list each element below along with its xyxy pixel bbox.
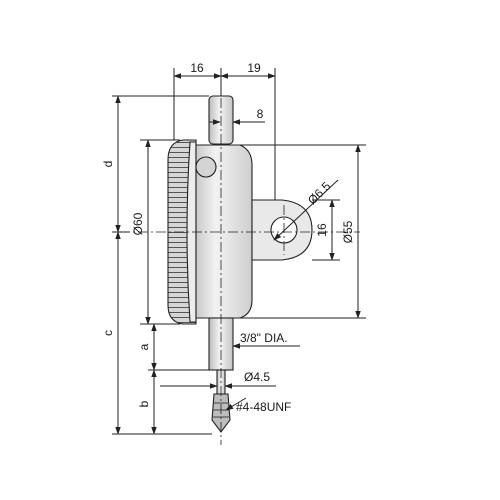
leader-6.5 [273,179,339,241]
lower-stem [208,317,234,371]
label-b: b [137,400,151,407]
main-case [195,144,253,319]
label-thread: #4-48UNF [236,400,291,414]
label-8: 8 [257,107,264,121]
label-16: 16 [190,61,204,75]
label-60: Ø60 [131,212,145,235]
indicator-body-group [167,95,313,433]
label-19: 19 [247,61,261,75]
front-bezel-edge [186,141,197,323]
label-55: Ø55 [341,220,355,243]
dimension-lines [115,73,361,435]
label-a: a [137,343,151,350]
leader-thread [225,397,247,411]
label-d: d [101,161,115,168]
label-lug-16: 16 [315,223,329,237]
clamp-screw [195,156,217,178]
label-c: c [101,330,115,336]
label-stem-dia: 3/8" DIA. [240,331,288,345]
label-6.5: Ø6.5 [305,179,334,208]
label-4.5: Ø4.5 [244,370,270,384]
